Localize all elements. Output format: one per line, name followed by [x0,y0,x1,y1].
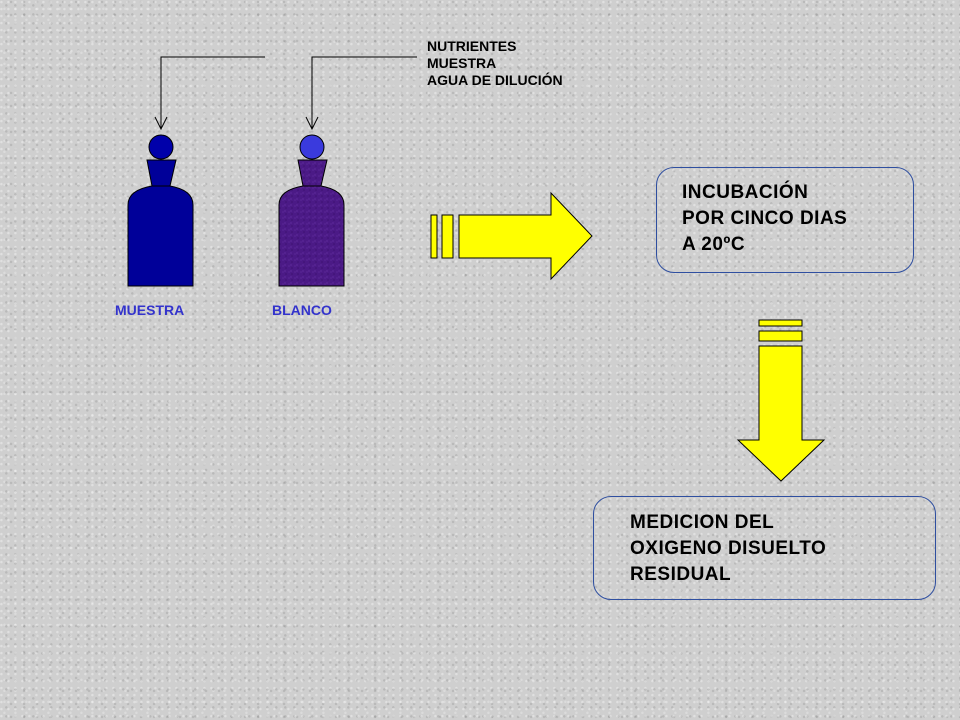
bottle-muestra-stopper [148,134,174,160]
bottle-blanco-stopper [299,134,325,160]
step-incubation-line: INCUBACIÓN [682,182,809,203]
input-item: AGUA DE DILUCIÓN [427,72,563,88]
step-measurement-box [593,496,936,600]
bottle-label-muestra: MUESTRA [115,302,185,318]
step-measurement-line: MEDICION DEL [630,512,775,533]
arrow-down [736,319,826,482]
step-measurement-line: RESIDUAL [630,564,732,585]
step-incubation-line: A 20ºC [682,234,746,255]
step-incubation-text: INCUBACIÓN POR CINCO DIAS A 20ºC [682,180,847,258]
input-list: NUTRIENTES MUESTRA AGUA DE DILUCIÓN [427,38,563,89]
bottle-blanco [278,134,345,287]
input-item: NUTRIENTES [427,38,517,54]
step-measurement-line: OXIGENO DISUELTO [630,538,827,559]
step-incubation-line: POR CINCO DIAS [682,208,848,229]
bottle-muestra [127,134,194,287]
connector-muestra [154,56,265,131]
step-incubation-box [656,167,914,273]
input-item: MUESTRA [427,55,497,71]
bottle-label-blanco: BLANCO [272,302,332,318]
connector-blanco [305,56,417,131]
step-measurement-text: MEDICION DEL OXIGENO DISUELTO RESIDUAL [630,510,826,588]
arrow-right [430,191,593,281]
